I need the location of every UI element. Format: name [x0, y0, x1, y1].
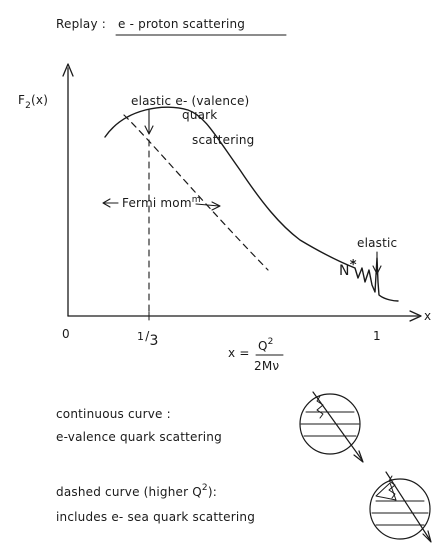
elastic-quark-label-line1: elastic e- (valence) — [131, 94, 249, 108]
photon-squiggle-1 — [316, 395, 324, 419]
header-title: e - proton scattering — [118, 17, 245, 31]
continuous-curve — [104, 106, 399, 302]
fermi-label: Fermi momm — [122, 195, 201, 210]
axes — [62, 63, 422, 322]
elastic-quark-label-line2: quark — [182, 108, 217, 122]
proton-circle-2 — [369, 478, 431, 540]
legend: continuous curve : e-valence quark scatt… — [56, 407, 255, 524]
proton-circle-1 — [299, 393, 361, 455]
photon-squiggle-2 — [388, 475, 396, 499]
x-axis-arrowhead — [409, 310, 422, 322]
curves — [104, 106, 399, 317]
elastic-label: elastic — [357, 236, 397, 250]
x-axis-label: x — [424, 309, 431, 323]
y-axis-arrowhead — [62, 63, 74, 77]
tick-origin: 0 — [62, 327, 70, 341]
legend-dashed-line2: includes e- sea quark scattering — [56, 510, 255, 524]
fermi-arrow-right-shaft — [195, 203, 220, 207]
proton-valence-sketch — [299, 391, 364, 463]
electron-arrowhead-2 — [422, 530, 432, 543]
elastic-quark-arrowhead — [144, 125, 154, 135]
tick-third: 1/3 — [137, 329, 159, 349]
axis-labels: F2(x) x 0 1/3 1 x = Q2 2Mν — [18, 93, 431, 373]
annotations: elastic e- (valence) quark scattering Fe… — [102, 94, 397, 279]
electron-line-2 — [385, 471, 431, 541]
elastic-quark-label-line3: scattering — [192, 133, 255, 147]
electron-arrowhead-1 — [353, 450, 364, 463]
fermi-arrow-left-head — [102, 198, 111, 208]
legend-continuous-line2: e-valence quark scattering — [56, 430, 222, 444]
x-definition: x = Q2 2Mν — [228, 337, 284, 373]
electron-line-1 — [312, 391, 363, 461]
header-prefix: Replay : — [56, 17, 106, 31]
dashed-curve — [123, 114, 269, 271]
x-definition-prefix: x = — [228, 346, 250, 360]
y-axis-label: F2(x) — [18, 93, 48, 111]
x-definition-denominator: 2Mν — [254, 359, 279, 373]
elastic-arrowhead — [372, 265, 382, 275]
fermi-arrow-right-head — [211, 201, 221, 211]
legend-continuous-line1: continuous curve : — [56, 407, 171, 421]
tick-one: 1 — [373, 329, 381, 343]
legend-dashed-line1: dashed curve (higher Q2): — [56, 483, 217, 499]
sea-quark-loop — [375, 482, 397, 501]
n-star-label: N* — [339, 258, 357, 279]
header: Replay : e - proton scattering — [56, 17, 287, 36]
proton-sea-sketch — [369, 471, 432, 543]
x-definition-numerator: Q2 — [258, 337, 274, 353]
